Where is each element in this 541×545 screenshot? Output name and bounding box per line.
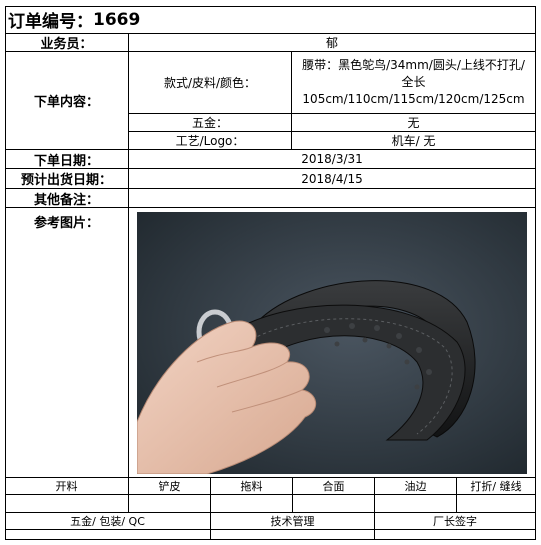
belt-photo-illustration bbox=[137, 212, 527, 474]
order-title-row: 订单编号： 1669 bbox=[5, 6, 536, 34]
process-header-skiving: 铲皮 bbox=[129, 478, 211, 495]
process-header-edge-oil: 油边 bbox=[375, 478, 457, 495]
factory-header: 厂长签字 bbox=[375, 513, 536, 530]
process-sign-edge-oil[interactable] bbox=[375, 495, 457, 513]
order-date-value: 2018/3/31 bbox=[129, 150, 536, 169]
order-number: 1669 bbox=[93, 9, 141, 30]
style-line-2: 全长 bbox=[401, 75, 426, 89]
salesperson-value: 郁 bbox=[129, 34, 536, 52]
ship-date-label: 预计出货日期： bbox=[5, 169, 129, 189]
tech-sign[interactable] bbox=[211, 530, 375, 540]
reference-cell bbox=[129, 208, 536, 478]
order-date-label: 下单日期： bbox=[5, 150, 129, 169]
remarks-value bbox=[129, 189, 536, 208]
process-header-joining: 合面 bbox=[293, 478, 375, 495]
style-line-3: 105cm/110cm/115cm/120cm/125cm bbox=[302, 92, 525, 106]
qc-sign[interactable] bbox=[5, 530, 211, 540]
process-sign-fold-stitch[interactable] bbox=[457, 495, 536, 513]
hardware-value: 无 bbox=[292, 114, 536, 132]
remarks-label: 其他备注： bbox=[5, 189, 129, 208]
craft-value: 机车/ 无 bbox=[292, 132, 536, 150]
order-title-label: 订单编号： bbox=[8, 12, 93, 32]
process-sign-dragging[interactable] bbox=[211, 495, 293, 513]
process-sign-cutting[interactable] bbox=[5, 495, 129, 513]
process-header-fold-stitch: 打折/ 缝线 bbox=[457, 478, 536, 495]
reference-label: 参考图片： bbox=[5, 208, 129, 478]
tech-header: 技术管理 bbox=[211, 513, 375, 530]
qc-header: 五金/ 包装/ QC bbox=[5, 513, 211, 530]
hardware-label: 五金： bbox=[129, 114, 292, 132]
style-line-1: 腰带：黑色鸵鸟/34mm/圆头/上线不打孔/ bbox=[302, 58, 525, 72]
reference-photo bbox=[137, 212, 527, 474]
order-content-label: 下单内容： bbox=[5, 52, 129, 150]
process-sign-joining[interactable] bbox=[293, 495, 375, 513]
factory-sign[interactable] bbox=[375, 530, 536, 540]
reference-label-text: 参考图片： bbox=[33, 216, 99, 231]
order-sheet: 订单编号： 1669 业务员： 郁 下单内容： 款式/皮料/颜色： 腰带：黑色鸵… bbox=[5, 6, 536, 540]
process-header-dragging: 拖料 bbox=[211, 478, 293, 495]
salesperson-label: 业务员： bbox=[5, 34, 129, 52]
process-sign-skiving[interactable] bbox=[129, 495, 211, 513]
ship-date-value: 2018/4/15 bbox=[129, 169, 536, 189]
craft-label: 工艺/Logo： bbox=[129, 132, 292, 150]
process-header-cutting: 开料 bbox=[5, 478, 129, 495]
style-value: 腰带：黑色鸵鸟/34mm/圆头/上线不打孔/ 全长 105cm/110cm/11… bbox=[292, 52, 536, 114]
style-label: 款式/皮料/颜色： bbox=[129, 52, 292, 114]
